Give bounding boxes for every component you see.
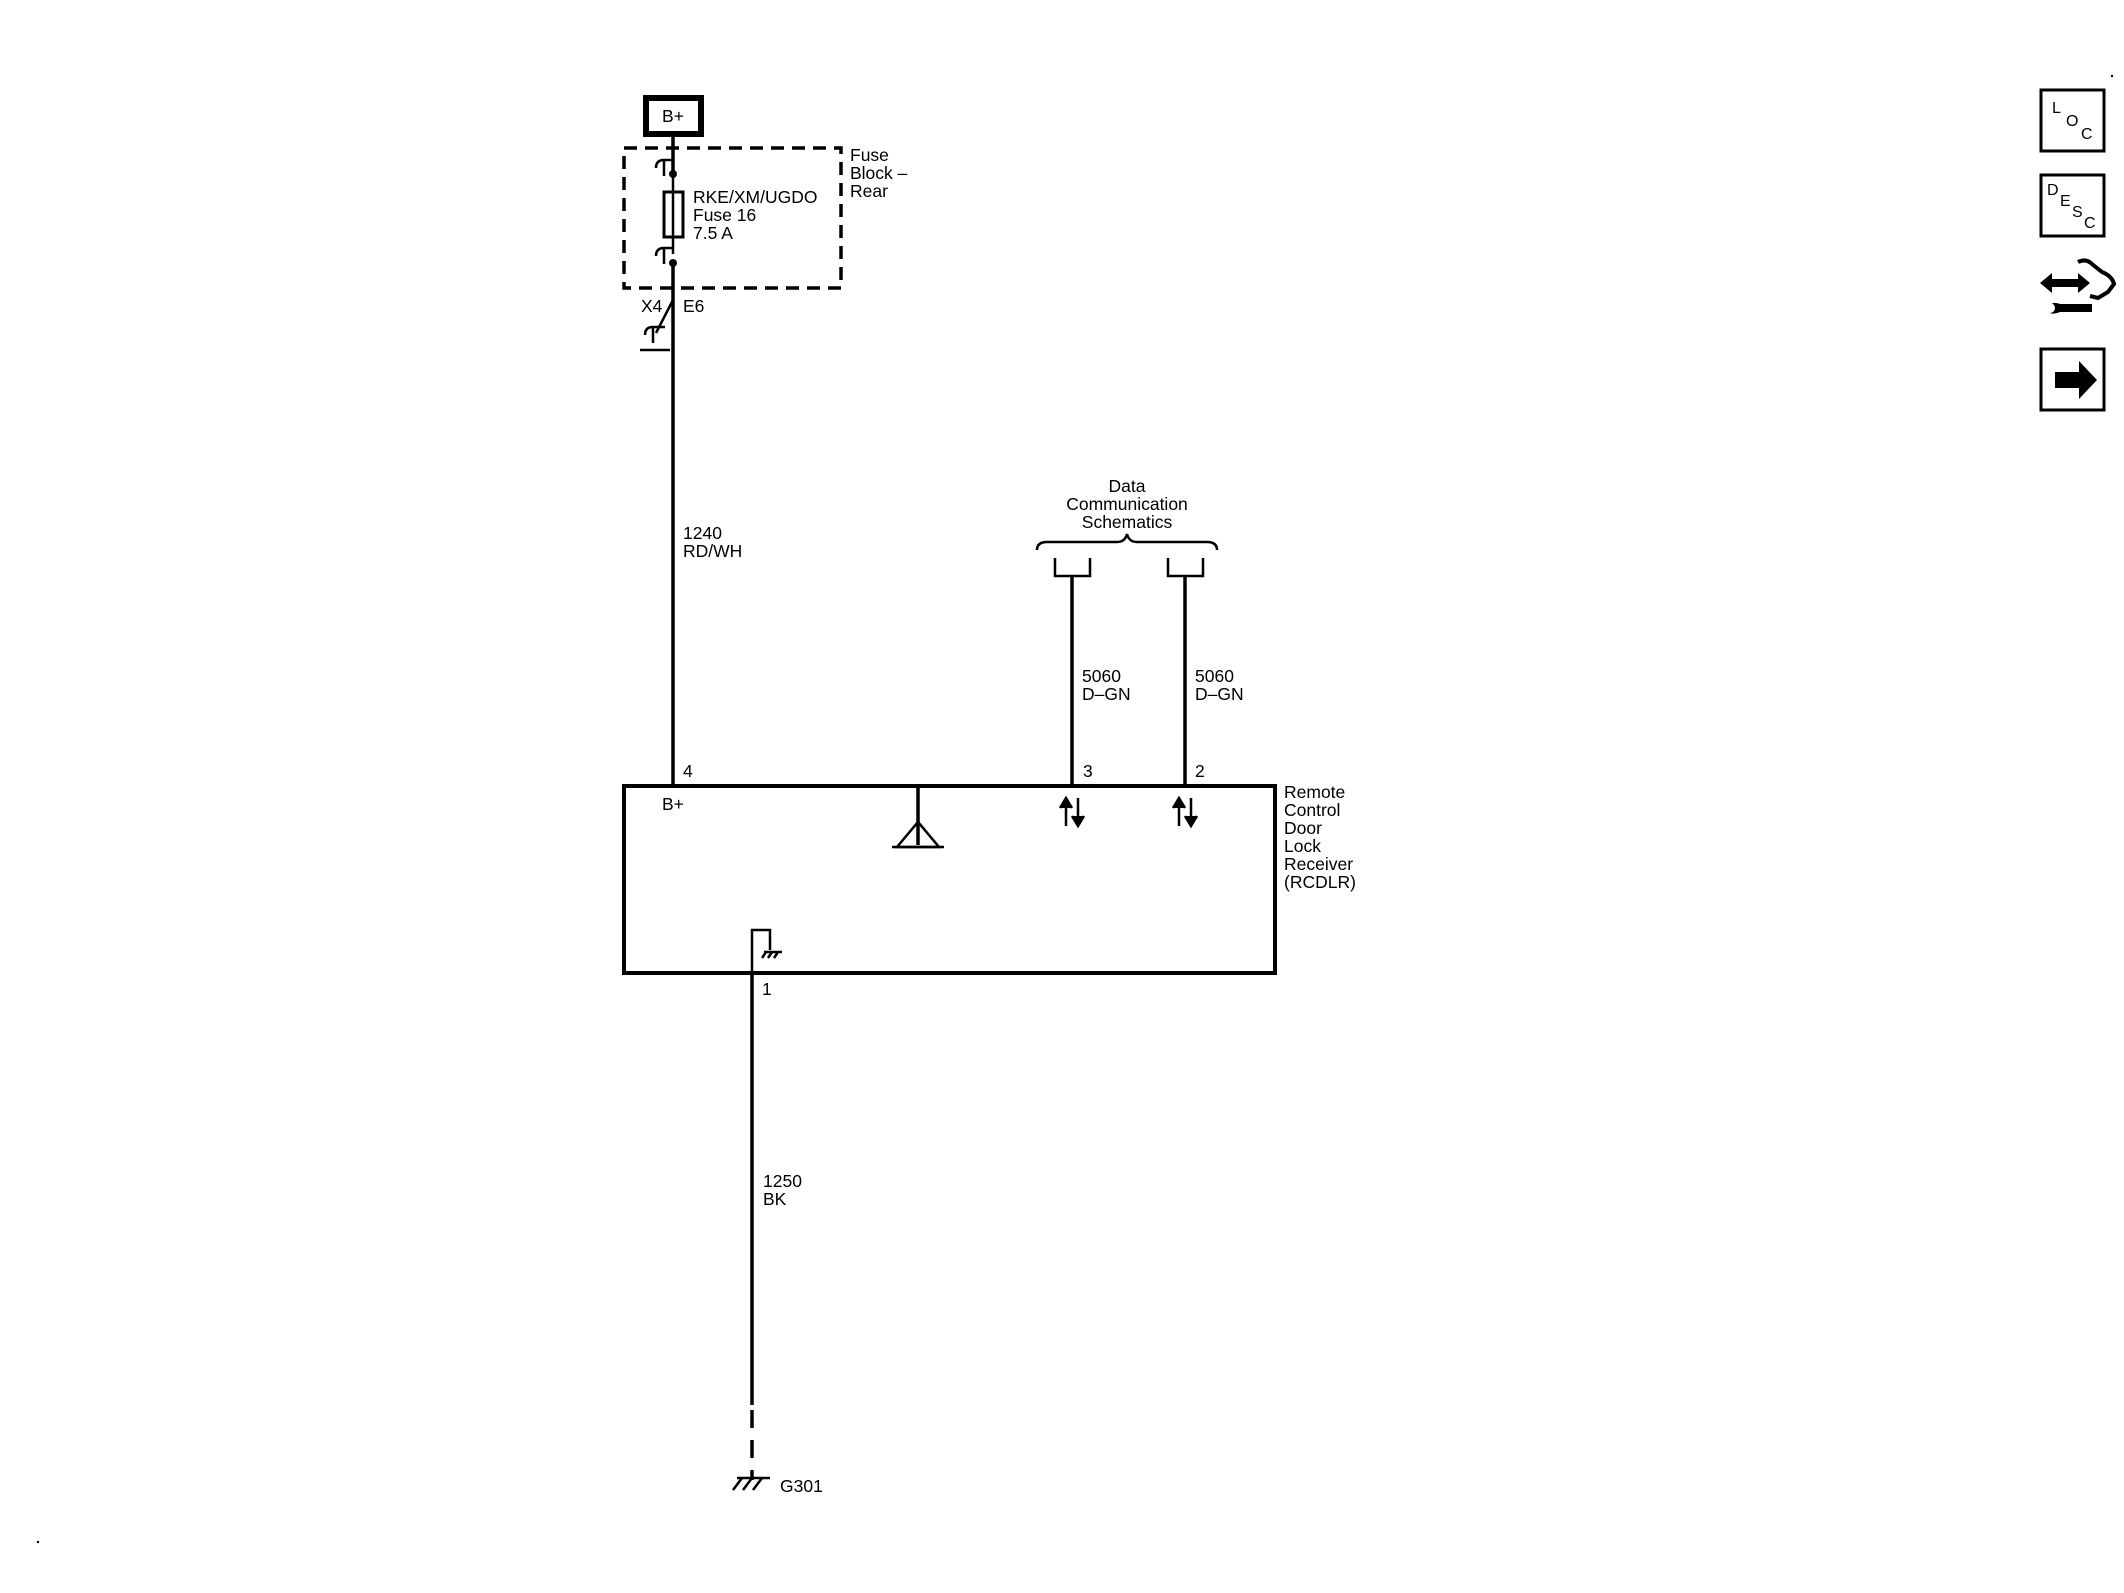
battery-power-source: B+ [643,95,704,137]
fuse-block-rear: Fuse Block – Rear [622,145,908,290]
module-name-line-5: Receiver [1284,854,1353,874]
loc-letter-o: O [2066,113,2078,130]
data-communication-reference: Data Communication Schematics [1035,476,1219,551]
ground-point-label: G301 [780,1476,823,1496]
data-wire-2-color: D–GN [1195,684,1244,704]
loc-button[interactable]: L O C [2039,88,2106,153]
module-name-line-4: Lock [1284,836,1321,856]
data-connector-1 [1053,558,1092,786]
module-name-line-3: Door [1284,818,1322,838]
power-wire-color: RD/WH [683,541,742,561]
inline-connector-x4 [640,299,675,352]
data-comm-line-3: Schematics [1082,512,1173,532]
fuse-16 [662,175,685,254]
desc-letter-e: E [2060,193,2071,210]
data-wire-2-circuit: 5060 [1195,666,1234,686]
module-pin-3: 3 [1083,761,1093,781]
desc-button[interactable]: D E S C [2039,173,2106,238]
data-connector-2 [1166,558,1205,786]
desc-letter-d: D [2047,182,2059,199]
desc-letter-s: S [2072,204,2083,221]
loc-letter-l: L [2052,100,2061,117]
fuse-block-title-line-1: Fuse [850,145,889,165]
desc-letter-c: C [2084,215,2096,232]
connector-pin-label: E6 [683,296,704,316]
fuse-block-title-line-2: Block – [850,163,908,183]
loc-icon: L O C [2052,100,2093,143]
antenna-symbol [892,786,944,849]
module-pin-1: 1 [762,979,772,999]
data-wire-1-color: D–GN [1082,684,1131,704]
ground-wire-color: BK [763,1189,787,1209]
fuse-number: Fuse 16 [693,205,756,225]
connector-label: X4 [641,296,663,316]
module-name-line-1: Remote [1284,782,1345,802]
ground-wire-circuit: 1250 [763,1171,802,1191]
chassis-ground-icon [750,928,782,973]
bidirectional-arrow-icon [1171,795,1199,829]
module-pin-2: 2 [1195,761,1205,781]
power-wire-circuit: 1240 [683,523,722,543]
fuse-rating: 7.5 A [693,223,733,243]
next-button[interactable] [2039,347,2106,412]
bidirectional-arrow-icon [1058,795,1086,829]
connector-wrench-icon [2040,258,2117,314]
fuse-name: RKE/XM/UGDO [693,187,817,207]
loc-letter-c: C [2081,126,2093,143]
module-name-line-2: Control [1284,800,1340,820]
right-arrow-icon [2055,361,2097,399]
module-name-line-6: (RCDLR) [1284,872,1356,892]
desc-icon: D E S C [2047,182,2096,232]
data-wire-1-circuit: 5060 [1082,666,1121,686]
module-pin-4: 4 [683,761,693,781]
rcdlr-module: B+ [622,784,1277,975]
ground-point-g301 [732,1476,770,1491]
battery-label: B+ [662,106,684,126]
data-comm-line-1: Data [1109,476,1146,496]
fuse-input-connector [654,158,677,178]
fuse-block-title-line-3: Rear [850,181,888,201]
data-comm-line-2: Communication [1066,494,1188,514]
module-power-pin-label: B+ [662,794,684,814]
connector-view-button[interactable] [2040,258,2117,314]
